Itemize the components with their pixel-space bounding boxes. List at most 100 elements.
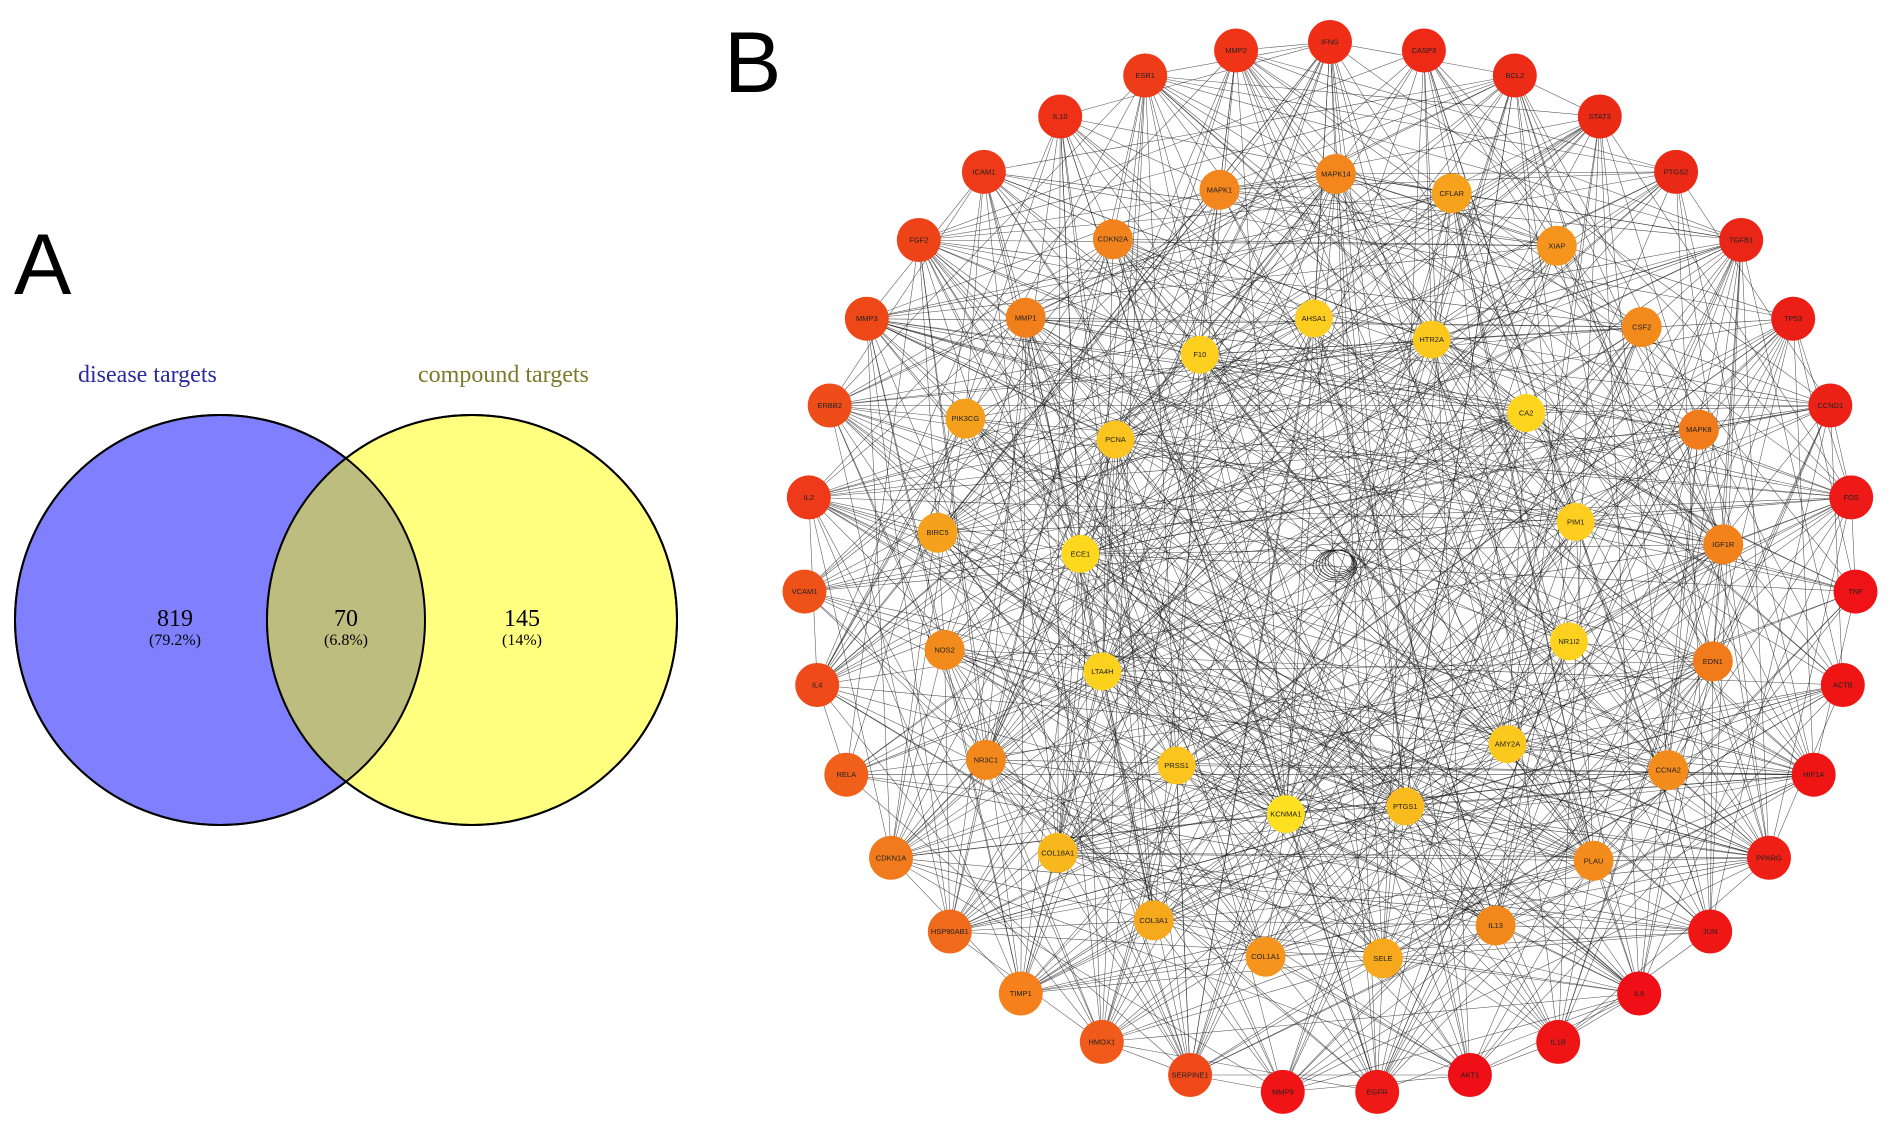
network-edge (949, 920, 1154, 932)
node-circle (1791, 752, 1836, 797)
node-label: BCL2 (1505, 71, 1524, 80)
network-edge (918, 239, 1576, 523)
network-edge (1020, 553, 1081, 994)
network-node: NOS2 (924, 629, 965, 670)
node-circle (786, 475, 831, 520)
network-edge (1236, 50, 1677, 173)
node-label: CSF2 (1632, 323, 1651, 332)
network-edge (937, 532, 1266, 957)
network-edge (944, 649, 951, 932)
network-edge (1265, 239, 1742, 957)
network-edge (1145, 75, 1700, 430)
disease-only-count: 819 (157, 606, 193, 632)
network-node: CDKN2A (1092, 219, 1133, 260)
node-circle (965, 739, 1006, 780)
network-edge (1382, 684, 1843, 959)
network-edge (1025, 317, 1406, 807)
node-label: MMP1 (1015, 313, 1037, 322)
network-edge (808, 497, 1496, 926)
network-node: IL13 (1475, 905, 1516, 946)
network-node: CFLAR (1431, 173, 1472, 214)
network-edge (1080, 553, 1287, 815)
network-edge (817, 684, 1384, 959)
network-edge (890, 857, 1154, 921)
network-edge (1080, 553, 1594, 862)
node-label: ICAM1 (972, 167, 995, 176)
network-edge (846, 339, 1432, 775)
network-edge (949, 544, 1724, 932)
network-edge (1176, 765, 1496, 926)
network-edge (829, 405, 1103, 672)
network-edge (1057, 354, 1201, 853)
node-label: KCNMA1 (1270, 810, 1301, 819)
node-label: FOS (1843, 493, 1858, 502)
node-label: JUN (1703, 927, 1718, 936)
node-label: NR1I2 (1558, 637, 1579, 646)
network-edge (918, 239, 1642, 328)
network-edge (1599, 116, 1669, 771)
node-circle (1092, 219, 1133, 260)
network-node: ESR1 (1123, 53, 1168, 98)
network-node: COL18A1 (1037, 832, 1078, 873)
network-edge (983, 171, 1058, 853)
network-edge (866, 318, 1191, 1076)
network-edge (1057, 439, 1116, 853)
network-edge (866, 193, 1452, 319)
network-edge (1102, 671, 1770, 859)
network-edge (816, 189, 1220, 686)
network-edge (1057, 171, 1677, 853)
network-edge (1376, 412, 1527, 1092)
network-edge (1115, 318, 1794, 440)
network-edge (1219, 189, 1557, 247)
network-edge (1431, 339, 1508, 745)
node-circle (824, 752, 869, 797)
network-edge (1282, 774, 1814, 1093)
network-edge (1792, 318, 1814, 775)
network-edge (804, 591, 1378, 1093)
node-label: CCNA2 (1655, 766, 1680, 775)
network-edge (944, 649, 1177, 766)
network-edge (1382, 857, 1770, 959)
node-circle (998, 971, 1043, 1016)
network-edge (1080, 239, 1742, 555)
network-edge (985, 671, 1103, 761)
network-edge (1236, 50, 1742, 241)
network-edge (1451, 193, 1559, 1042)
node-label: PIM1 (1567, 517, 1585, 526)
network-edge (817, 684, 1814, 775)
network-edge (918, 239, 1711, 932)
network-edge (1057, 852, 1594, 862)
network-edge (1101, 661, 1713, 1043)
network-edge (1020, 958, 1383, 994)
network-node: CCND1 (1808, 383, 1853, 428)
network-node: HSP90AB1 (927, 909, 972, 954)
network-edge (1145, 75, 1843, 686)
network-edge (1020, 317, 1026, 994)
network-edge (918, 239, 1770, 859)
node-circle (1005, 297, 1046, 338)
network-edge (944, 173, 1337, 651)
node-circle (1214, 28, 1259, 73)
network-edge (1080, 553, 1640, 994)
network-edge (1568, 641, 1770, 858)
network-edge (1698, 429, 1814, 775)
network-edge (1189, 245, 1558, 1076)
network-edge (1282, 857, 1770, 1093)
network-edge (1189, 193, 1453, 1076)
network-node: IFNG (1308, 20, 1352, 64)
network-node: HMOX1 (1079, 1019, 1124, 1064)
network-edge (1112, 239, 1669, 771)
node-circle (1362, 938, 1403, 979)
network-edge (1199, 193, 1452, 355)
network-edge (890, 641, 1570, 859)
network-edge (817, 239, 1742, 686)
network-edge (965, 116, 1600, 419)
network-edge (1080, 553, 1384, 959)
network-edge (1382, 958, 1640, 994)
node-circle (1157, 746, 1196, 785)
network-edge (890, 857, 1470, 1076)
network-edge (1382, 326, 1642, 959)
network-edge (846, 774, 1191, 1076)
network-edge (944, 649, 1022, 994)
network-edge (1431, 193, 1453, 340)
